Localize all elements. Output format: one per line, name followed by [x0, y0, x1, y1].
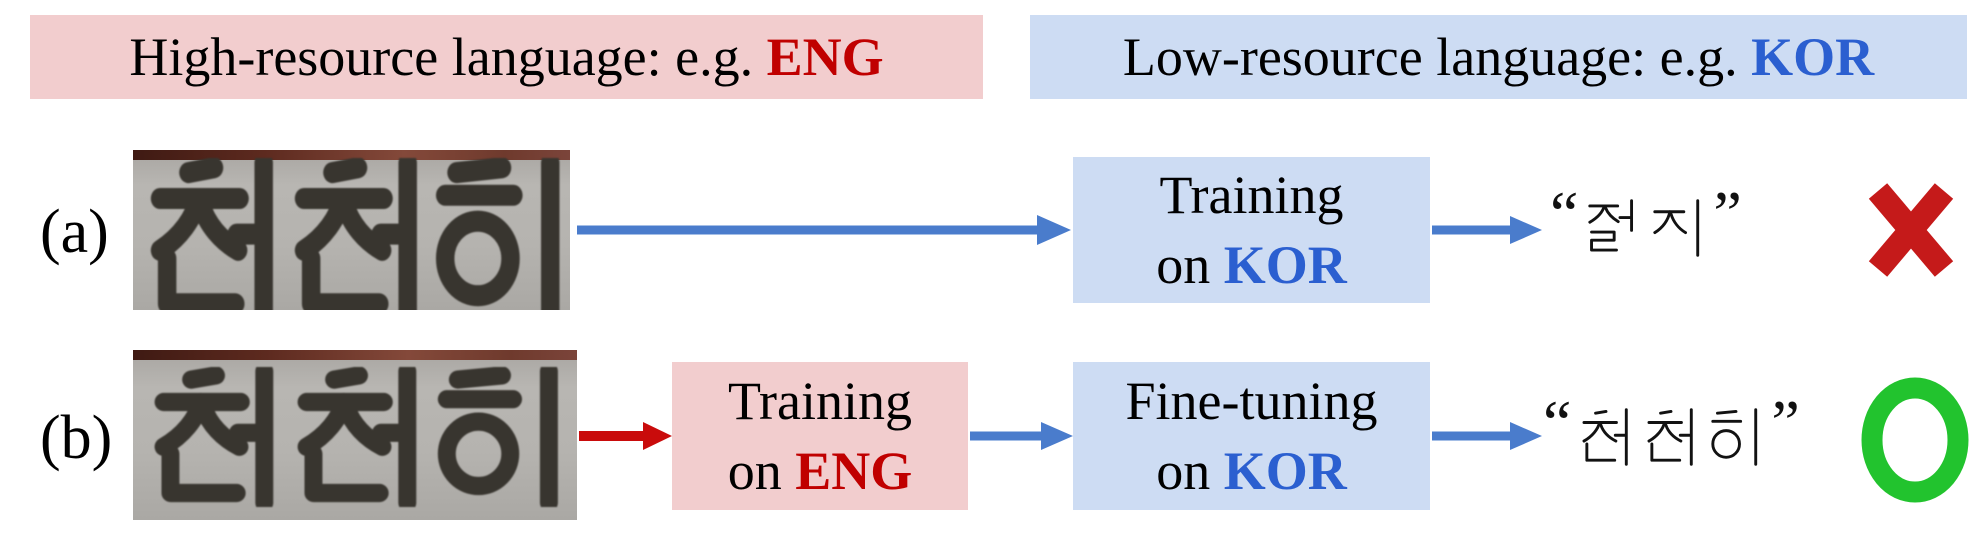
arrow-b-training-to-finetuning	[970, 422, 1073, 450]
eng-tag: ENG	[795, 441, 913, 501]
close-quote: ”	[1771, 387, 1800, 458]
training-line: Training	[727, 371, 913, 431]
close-quote: ”	[1713, 178, 1742, 249]
high-resource-header: High-resource language: e.g. ENG	[30, 15, 983, 99]
low-resource-tag: KOR	[1751, 27, 1875, 87]
hangul-cheon-glyph	[287, 158, 429, 310]
arrow-a-photo-to-training	[577, 215, 1071, 245]
hangul-jeol-glyph	[1584, 199, 1642, 257]
hangul-hi-glyph	[1707, 408, 1765, 466]
on-text: on	[1156, 235, 1224, 295]
on-text: on	[727, 441, 796, 501]
row-a-prediction: “ ”	[1550, 182, 1742, 259]
training-line: Training	[1159, 165, 1344, 225]
hangul-hi-glyph	[431, 158, 570, 310]
finetuning-on-kor-box: Fine-tuning on KOR	[1073, 362, 1430, 510]
hangul-cheon-glyph	[290, 367, 428, 507]
training-on-kor-box: Training on KOR	[1073, 157, 1430, 303]
photo-hangul-text	[143, 158, 570, 310]
row-b-scene-text-photo	[133, 350, 577, 520]
low-resource-label: Low-resource language: e.g.	[1122, 27, 1752, 87]
row-b-label: (b)	[40, 404, 113, 472]
correct-circle-icon	[1861, 377, 1969, 503]
open-quote: “	[1543, 387, 1572, 458]
training-target-line: on ENG	[728, 436, 913, 506]
photo-top-strip	[133, 350, 577, 360]
incorrect-cross-icon	[1868, 183, 1954, 277]
hangul-cheon-glyph	[1642, 408, 1700, 466]
on-text: on	[1156, 441, 1224, 501]
arrow-a-training-to-output	[1432, 216, 1542, 244]
row-b-prediction: “ ”	[1543, 391, 1800, 468]
prediction-b-text	[1577, 408, 1765, 466]
kor-tag: KOR	[1223, 441, 1347, 501]
open-quote: “	[1550, 178, 1579, 249]
high-resource-label: High-resource language: e.g.	[129, 27, 767, 87]
row-a-label: (a)	[40, 198, 109, 266]
photo-hangul-text	[147, 367, 571, 507]
training-target-line: on KOR	[1156, 230, 1347, 300]
hangul-cheon-glyph	[1577, 408, 1635, 466]
hangul-cheon-glyph	[147, 367, 285, 507]
low-resource-header: Low-resource language: e.g. KOR	[1030, 15, 1967, 99]
finetuning-target-line: on KOR	[1156, 436, 1347, 506]
kor-tag: KOR	[1223, 235, 1347, 295]
high-resource-tag: ENG	[766, 27, 884, 87]
finetuning-line: Fine-tuning	[1125, 371, 1378, 431]
row-a-scene-text-photo	[133, 150, 570, 310]
hangul-ji-glyph	[1649, 199, 1707, 257]
training-on-eng-box: Training on ENG	[672, 362, 968, 510]
hangul-cheon-glyph	[143, 158, 285, 310]
photo-top-strip	[133, 150, 570, 160]
arrow-b-photo-to-training	[579, 422, 672, 450]
hangul-hi-glyph	[433, 367, 571, 507]
arrow-b-finetuning-to-output	[1432, 422, 1542, 450]
prediction-a-text	[1584, 199, 1707, 257]
